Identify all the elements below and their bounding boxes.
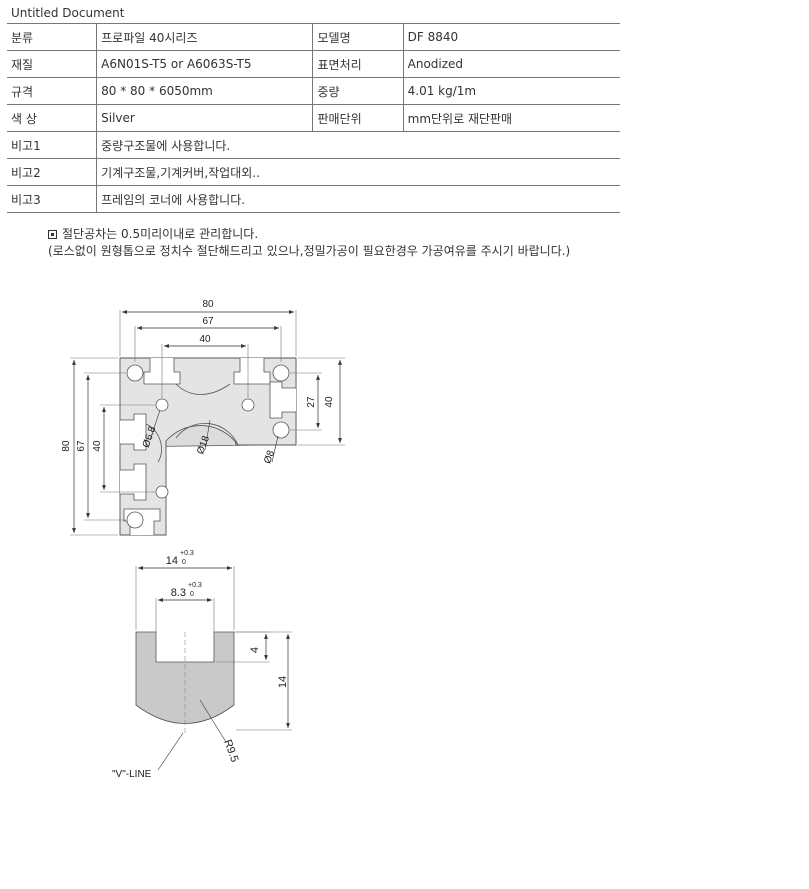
dim-top-67: 67 [202, 316, 214, 327]
remark-line-1: 절단공차는 0.5미리이내로 관리합니다. [48, 225, 258, 242]
note-value: 중량구조물에 사용합니다. [96, 131, 620, 159]
dim-slot-width-14: 14 [166, 555, 178, 567]
spec-value: 4.01 kg/1m [403, 77, 620, 105]
corner-hole [272, 421, 290, 439]
dim-left-80: 80 [61, 440, 72, 452]
center-hole-6-8 [241, 398, 255, 412]
slot-shape [135, 631, 235, 724]
inner-web [175, 383, 231, 395]
inner-web [145, 423, 162, 463]
corner-hole [126, 511, 144, 529]
square-bullet-icon [48, 230, 57, 239]
dim-slot-radius: R9.5 [221, 738, 240, 764]
spec-label: 판매단위 [312, 104, 404, 132]
note-label: 비고1 [7, 131, 98, 159]
spec-label: 색 상 [7, 104, 98, 132]
note-value: 기계구조물,기계커버,작업대외.. [96, 158, 620, 186]
document-title: Untitled Document [11, 6, 125, 20]
spec-label: 규격 [7, 77, 98, 105]
dim-slot-opening-tol-top: +0.3 [188, 582, 202, 589]
t-slot-left-2 [120, 463, 147, 501]
slot-cross-section: 14 +0.3 0 8.3 +0.3 0 4 14 R9.5 "V"-LINE [112, 550, 292, 780]
spec-label: 재질 [7, 50, 98, 78]
corner-hole [272, 364, 290, 382]
bore-18-arc [175, 422, 239, 446]
note-label: 비고3 [7, 185, 98, 213]
v-line-label: "V"-LINE [112, 769, 152, 780]
center-hole-6-8 [155, 485, 169, 499]
center-hole-6-8 [155, 398, 169, 412]
spec-label: 모델명 [312, 23, 404, 51]
table-row: 비고3 프레임의 코너에 사용합니다. [7, 185, 620, 213]
spec-value: mm단위로 재단판매 [403, 104, 620, 132]
spec-value: A6N01S-T5 or A6063S-T5 [96, 50, 314, 78]
spec-label: 표면처리 [312, 50, 404, 78]
table-row: 색 상 Silver 판매단위 mm단위로 재단판매 [7, 104, 620, 132]
dim-slot-width-14-tol-bottom: 0 [182, 559, 186, 566]
dim-slot-width-14-tol-top: +0.3 [180, 550, 194, 557]
t-slot-right [269, 381, 296, 419]
dim-left-40: 40 [92, 440, 103, 452]
spec-table: 분류 프로파일 40시리즈 모델명 DF 8840 재질 A6N01S-T5 o… [7, 23, 620, 213]
table-row: 비고1 중량구조물에 사용합니다. [7, 131, 620, 159]
remark-text: 절단공차는 0.5미리이내로 관리합니다. [62, 227, 259, 241]
table-row: 분류 프로파일 40시리즈 모델명 DF 8840 [7, 23, 620, 51]
note-label: 비고2 [7, 158, 98, 186]
spec-label: 분류 [7, 23, 98, 51]
spec-value: Silver [96, 104, 314, 132]
spec-value: DF 8840 [403, 23, 620, 51]
table-row: 규격 80 * 80 * 6050mm 중량 4.01 kg/1m [7, 77, 620, 105]
t-slot-left-1 [120, 413, 147, 451]
profile-cross-section: 80 67 40 40 27 80 67 40 Ø6.8 Ø18 Ø8 [61, 299, 345, 536]
t-slot-top-2 [233, 358, 271, 385]
dim-slot-depth-14: 14 [277, 676, 289, 688]
spec-label: 중량 [312, 77, 404, 105]
table-row: 비고2 기계구조물,기계커버,작업대외.. [7, 158, 620, 186]
dim-dia-8: Ø8 [262, 449, 277, 466]
dim-top-80: 80 [202, 299, 214, 310]
dim-slot-opening-tol-bottom: 0 [190, 591, 194, 598]
spec-value: 프로파일 40시리즈 [96, 23, 314, 51]
corner-hole [126, 364, 144, 382]
remark-line-2: (로스없이 원형톱으로 정치수 절단해드리고 있으나,정밀가공이 필요한경우 가… [48, 244, 571, 258]
dim-right-40: 40 [324, 396, 335, 408]
dim-top-40: 40 [199, 334, 211, 345]
table-row: 재질 A6N01S-T5 or A6063S-T5 표면처리 Anodized [7, 50, 620, 78]
spec-value: Anodized [403, 50, 620, 78]
note-value: 프레임의 코너에 사용합니다. [96, 185, 620, 213]
dim-right-27: 27 [306, 396, 317, 408]
dim-slot-opening-8-3: 8.3 [171, 587, 186, 599]
dim-slot-lip-4: 4 [249, 647, 261, 653]
dim-left-67: 67 [76, 440, 87, 452]
spec-value: 80 * 80 * 6050mm [96, 77, 314, 105]
